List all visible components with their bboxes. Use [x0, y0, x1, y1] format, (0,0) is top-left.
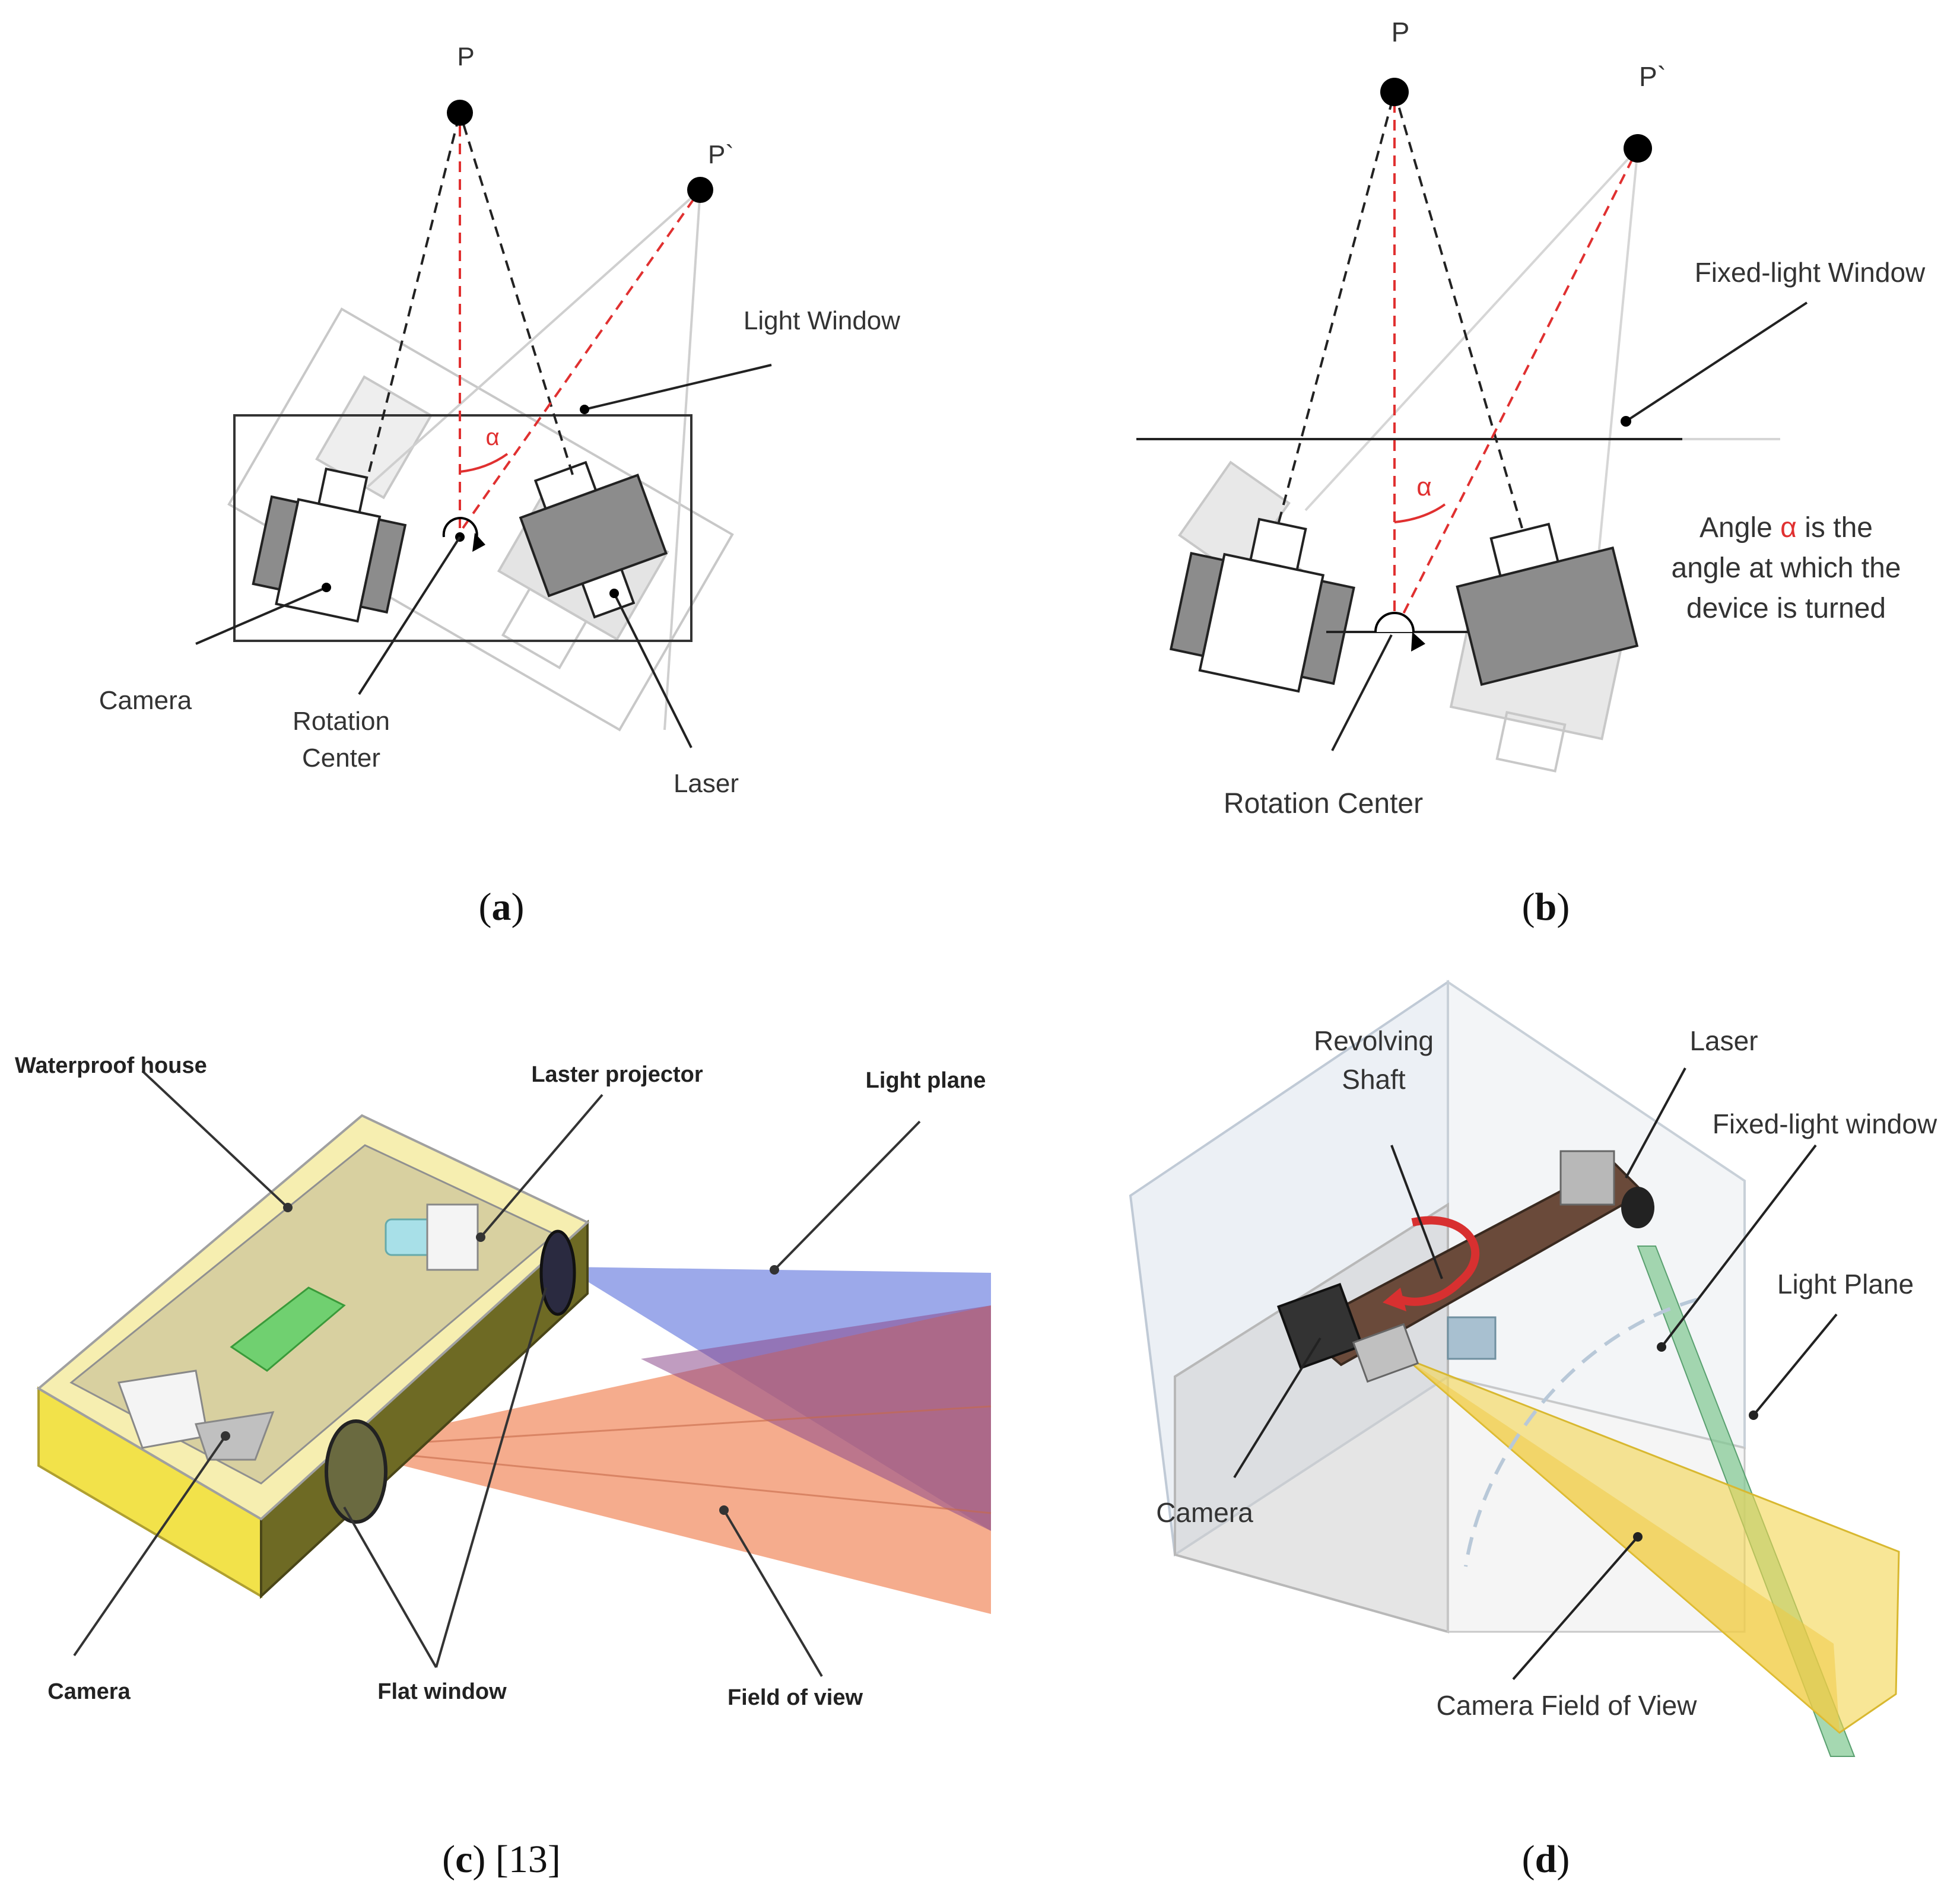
label-laser-projector: Laster projector	[531, 1062, 703, 1087]
waterproof-housing	[36, 1114, 590, 1599]
caption-a: (a)	[479, 885, 525, 929]
laser-shape-b	[1456, 522, 1639, 687]
panel-c: Waterproof house Laster projector Light …	[15, 1053, 992, 1881]
label-revolving-shaft-2: Shaft	[1342, 1064, 1406, 1095]
label-rotation-center-b: Rotation Center	[1224, 788, 1423, 819]
label-field-of-view: Field of view	[728, 1685, 863, 1710]
label-waterproof-house: Waterproof house	[15, 1053, 207, 1078]
point-p-a	[447, 100, 473, 126]
label-p-a: P	[457, 42, 474, 71]
label-angle-note-1: Angle α is the	[1699, 512, 1873, 544]
panel-b: P P` α Fixed-light Window Angle α is the…	[1136, 17, 1926, 929]
label-revolving-shaft-1: Revolving	[1314, 1025, 1434, 1056]
label-p-prime-a: P`	[708, 140, 734, 169]
revolving-arrow	[1399, 1216, 1480, 1306]
flat-window-upper	[539, 1229, 576, 1316]
panel-a: P P` α Light Window Camera Rotation Cent…	[99, 42, 901, 929]
label-fixed-light-window-b: Fixed-light Window	[1695, 257, 1926, 288]
label-flat-window: Flat window	[377, 1679, 507, 1704]
laser-shape-a	[519, 460, 668, 619]
caption-c: (c) [13]	[442, 1838, 561, 1881]
label-light-plane-c: Light plane	[866, 1068, 986, 1093]
label-rotation-a-2: Center	[302, 744, 380, 773]
label-rotation-a-1: Rotation	[293, 707, 390, 736]
label-laser-a: Laser	[674, 769, 739, 798]
point-p-b	[1380, 78, 1409, 106]
label-p-prime-b: P`	[1639, 61, 1666, 92]
panel-d: Revolving Shaft Laser Fixed-light window…	[1129, 980, 1937, 1881]
label-camera-d: Camera	[1156, 1497, 1253, 1528]
camera-shape-a	[252, 467, 407, 623]
label-p-b: P	[1392, 17, 1410, 47]
point-p-prime-b	[1624, 134, 1652, 163]
label-alpha-a: α	[485, 424, 499, 450]
label-camera-fov: Camera Field of View	[1437, 1690, 1698, 1721]
caption-b: (b)	[1522, 885, 1570, 929]
label-camera-c: Camera	[47, 1679, 131, 1704]
point-p-prime-a	[687, 177, 713, 203]
label-alpha-b: α	[1416, 472, 1431, 501]
label-light-plane-d: Light Plane	[1777, 1269, 1914, 1300]
caption-d: (d)	[1522, 1838, 1570, 1881]
label-laser-d: Laser	[1689, 1025, 1758, 1056]
flat-window-lower	[325, 1419, 387, 1524]
label-angle-note-3: device is turned	[1686, 593, 1886, 624]
label-light-window: Light Window	[744, 306, 900, 335]
light-window-frame	[233, 414, 692, 642]
label-camera-a: Camera	[99, 686, 192, 715]
label-fixed-light-window-d: Fixed-light window	[1713, 1108, 1937, 1139]
label-angle-note-2: angle at which the	[1672, 552, 1901, 584]
